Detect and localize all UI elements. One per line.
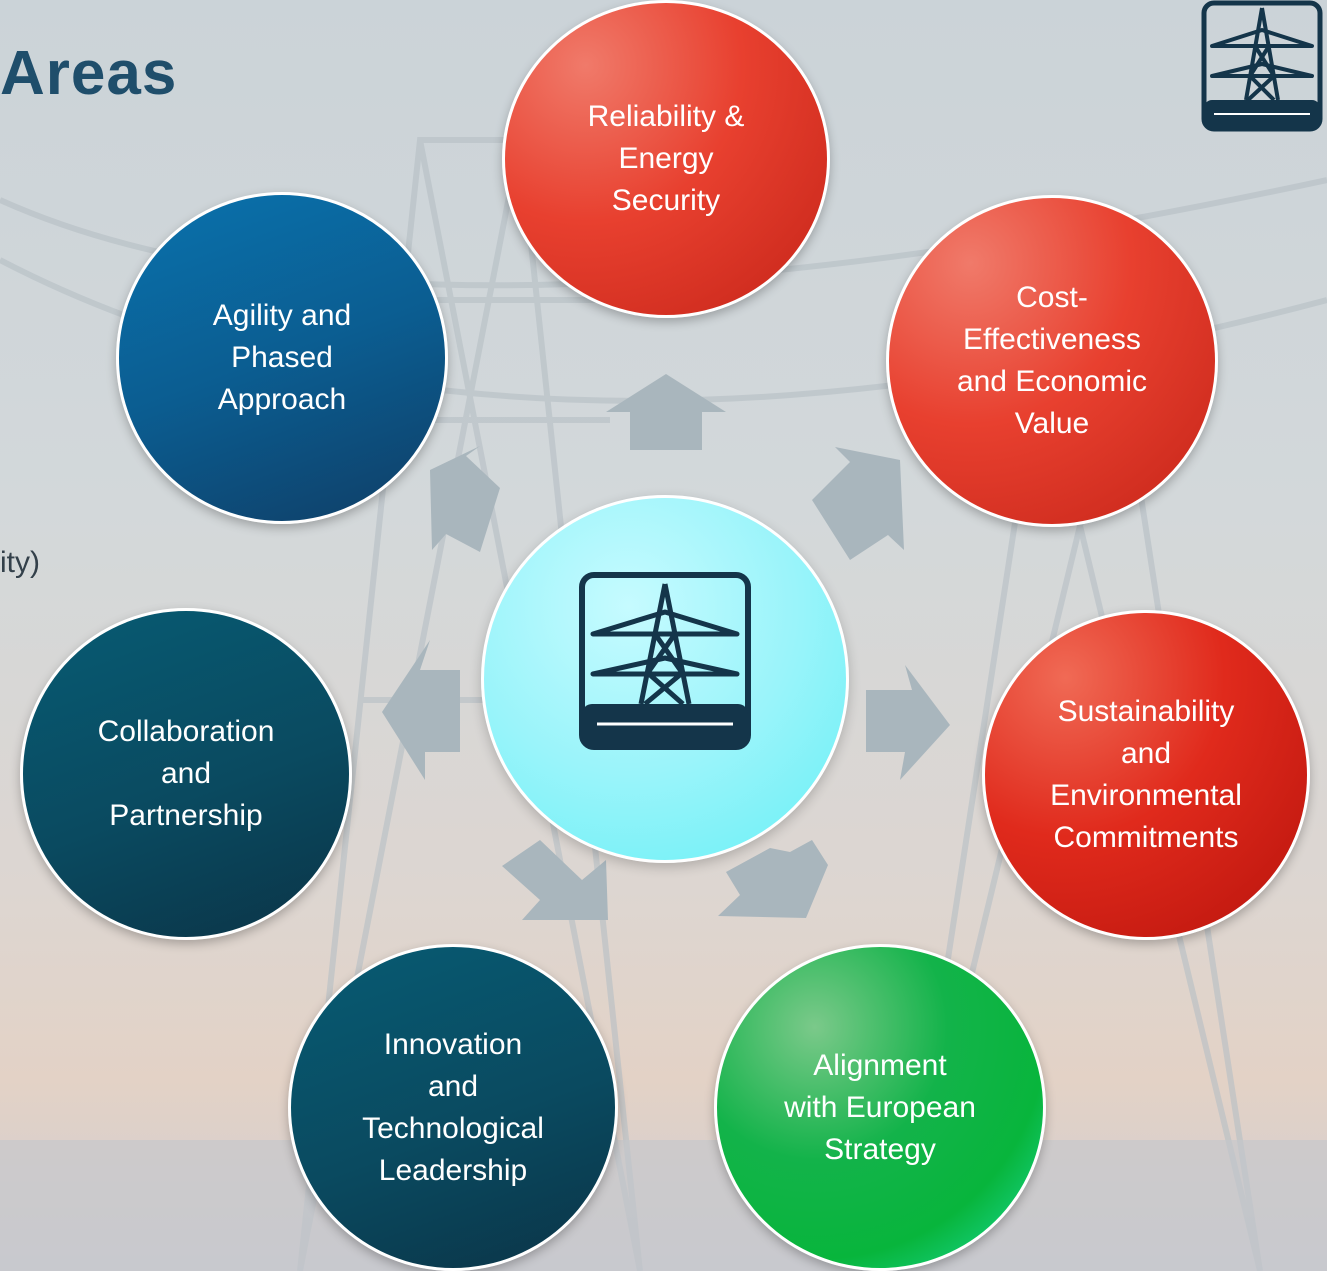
node-label: Innovation and Technological Leadership xyxy=(362,1027,544,1187)
node-label: Reliability & Energy Security xyxy=(587,100,745,217)
node-agility[interactable]: Agility and Phased Approach xyxy=(116,192,448,524)
node-label: Cost- Effectiveness and Economic Value xyxy=(956,281,1148,440)
page-title: Areas xyxy=(0,39,178,108)
node-label: Alignment with European Strategy xyxy=(784,1048,976,1166)
arrow-to-agility xyxy=(430,446,500,552)
arrow-to-sustainability xyxy=(866,665,950,780)
node-cost[interactable]: Cost- Effectiveness and Economic Value xyxy=(886,195,1218,527)
arrow-to-cost xyxy=(812,447,904,560)
arrow-to-innovation xyxy=(502,840,608,920)
body-text-fragment: ity) xyxy=(0,546,40,579)
node-label: Sustainability and Environmental Commitm… xyxy=(1050,695,1242,854)
arrow-to-alignment xyxy=(718,840,828,918)
transmission-tower-icon xyxy=(579,572,751,750)
arrow-to-collaboration xyxy=(382,640,460,780)
node-collaboration[interactable]: Collaboration and Partnership xyxy=(20,608,352,940)
node-sustainability[interactable]: Sustainability and Environmental Commitm… xyxy=(982,610,1310,940)
node-label: Agility and Phased Approach xyxy=(212,299,352,416)
node-alignment[interactable]: Alignment with European Strategy xyxy=(714,944,1046,1271)
arrow-to-reliability xyxy=(606,374,726,450)
node-reliability[interactable]: Reliability & Energy Security xyxy=(502,0,830,318)
transmission-tower-icon xyxy=(1201,0,1323,132)
center-hub xyxy=(481,495,849,863)
node-innovation[interactable]: Innovation and Technological Leadership xyxy=(288,944,618,1271)
node-label: Collaboration and Partnership xyxy=(97,715,275,832)
